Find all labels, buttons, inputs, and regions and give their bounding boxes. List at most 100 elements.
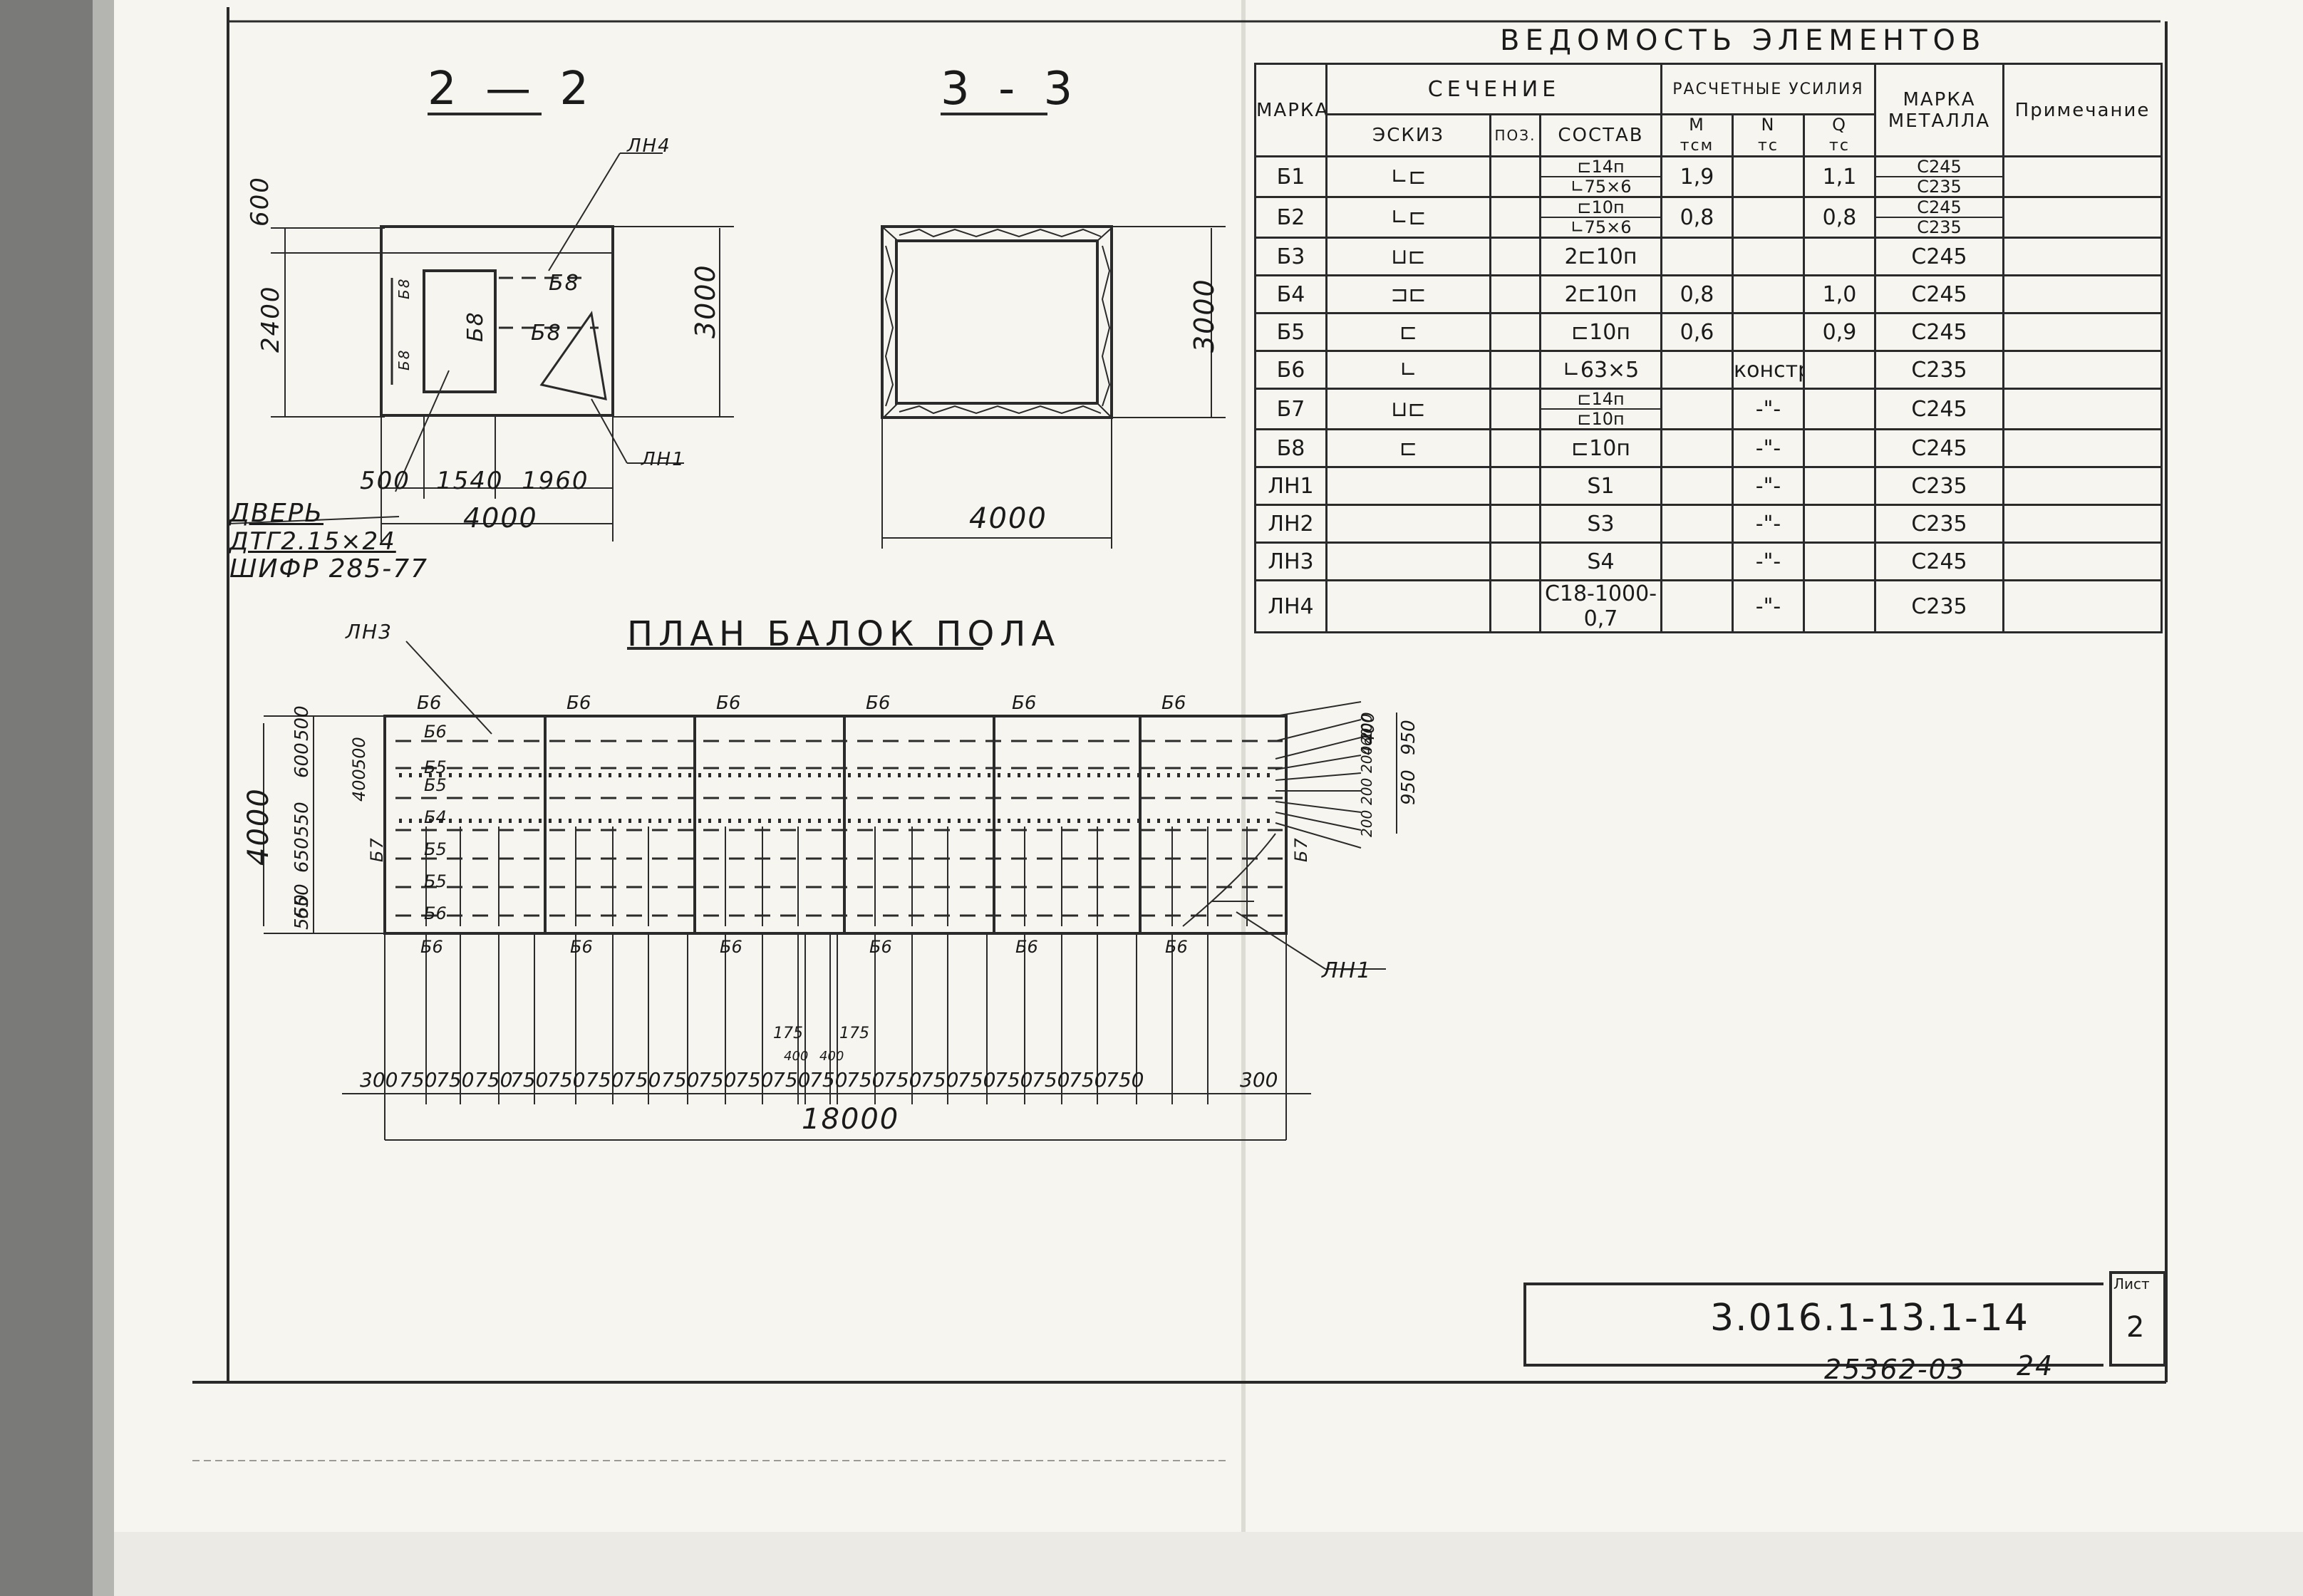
cell-metal: С245 (1874, 274, 2005, 314)
cell-pos (1489, 274, 1541, 314)
header-composition: СОСТАВ (1539, 113, 1662, 157)
cell-pos (1489, 504, 1541, 544)
cell-m (1660, 388, 1734, 430)
cell-mark: Б8 (1254, 428, 1328, 468)
plan-dim-span: 750 (958, 1068, 995, 1092)
cell-q: 0,9 (1802, 312, 1877, 352)
cell-metal: С235 (1874, 579, 2005, 633)
cell-pos (1489, 466, 1541, 506)
plan-mark-top: Б6 (1012, 693, 1036, 714)
page-number: 24 (2017, 1350, 2054, 1382)
cell-n (1732, 274, 1805, 314)
plan-dim-span: 750 (884, 1068, 921, 1092)
plan-mark-bottom: Б6 (1015, 937, 1038, 957)
floor-beam-plan (263, 641, 1397, 1141)
dim-1540: 1540 (436, 467, 504, 495)
cell-q (1802, 579, 1877, 633)
cell-metal: С235 (1874, 350, 2005, 390)
cell-metal: С235 (1874, 466, 2005, 506)
cell-metal: С235 (1874, 504, 2005, 544)
cell-m: 0,8 (1660, 274, 1734, 314)
cell-note (2002, 155, 2163, 198)
plan-dim-span: 750 (809, 1068, 847, 1092)
cell-note (2002, 388, 2163, 430)
cell-composition: ⊏14п⊏10п (1539, 388, 1662, 430)
cell-sketch (1325, 466, 1491, 506)
label-lh4: ЛН4 (627, 135, 671, 157)
cell-pos (1489, 312, 1541, 352)
plan-dim-left: 650 (291, 837, 313, 873)
cell-sketch: ⊔⊏ (1325, 388, 1491, 430)
section-3-3 (881, 113, 1226, 549)
header-note: Примечание (2002, 63, 2163, 157)
plan-dim-right-small: 200 (1358, 810, 1375, 837)
cell-n: -"- (1732, 428, 1805, 468)
cell-composition: S3 (1539, 504, 1662, 544)
cell-m (1660, 579, 1734, 633)
cell-q: 1,0 (1802, 274, 1877, 314)
cell-q: 1,1 (1802, 155, 1877, 198)
cell-n: -"- (1732, 542, 1805, 581)
cell-mark: Б4 (1254, 274, 1328, 314)
cell-pos (1489, 388, 1541, 430)
cell-n: -"- (1732, 579, 1805, 633)
table-row: Б7⊔⊏⊏14п⊏10п-"-С245 (1254, 388, 2163, 430)
label-b8-b: Б8 (531, 321, 562, 346)
cell-note (2002, 237, 2163, 276)
cell-sketch: ⊏ (1325, 312, 1491, 352)
cell-pos (1489, 542, 1541, 581)
elements-table: МАРКА СЕЧЕНИЕ РАСЧЕТНЫЕ УСИЛИЯ МАРКА МЕТ… (1254, 63, 2163, 633)
cell-mark: Б7 (1254, 388, 1328, 430)
cell-note (2002, 504, 2163, 544)
cell-mark: Б5 (1254, 312, 1328, 352)
cell-pos (1489, 579, 1541, 633)
cell-mark: ЛН3 (1254, 542, 1328, 581)
cell-sketch: ∟⊏ (1325, 155, 1491, 198)
cell-mark: ЛН4 (1254, 579, 1328, 633)
plan-dim-span: 750 (1069, 1068, 1107, 1092)
cell-n: -"- (1732, 504, 1805, 544)
cell-q: 0,8 (1802, 196, 1877, 239)
cell-mark: ЛН2 (1254, 504, 1328, 544)
plan-dim-right-small: 200 (1358, 778, 1375, 805)
cell-q (1802, 350, 1877, 390)
cell-composition: ⊏10п (1539, 428, 1662, 468)
plan-dim-span: 750 (547, 1068, 585, 1092)
cell-n: констр. (1732, 350, 1805, 390)
plan-mark-top: Б6 (1161, 693, 1186, 714)
plan-title: ПЛАН БАЛОК ПОЛА (627, 614, 1061, 654)
binding-edge (93, 0, 114, 1596)
plan-dim-span: 750 (1106, 1068, 1144, 1092)
cell-sketch: ⊏ (1325, 428, 1491, 468)
plan-mark-row: Б5 (424, 839, 447, 859)
table-row: Б8⊏⊏10п-"-С245 (1254, 428, 2163, 468)
plan-dim-right-small: 200 (1358, 714, 1375, 741)
cell-metal: С245 (1874, 237, 2005, 276)
plan-mark-top: Б6 (566, 693, 591, 714)
section-2-2 (227, 113, 734, 542)
cell-m (1660, 428, 1734, 468)
section-2-2-title: 2 — 2 (428, 63, 596, 115)
cell-composition: S4 (1539, 542, 1662, 581)
plan-dim-left-inner: 500 (349, 737, 369, 770)
cell-n (1732, 196, 1805, 239)
bottom-margin (114, 1532, 2303, 1596)
cell-sketch (1325, 542, 1491, 581)
plan-dim-left: 650 (291, 884, 313, 919)
cell-composition: ⊏14п∟75×6 (1539, 155, 1662, 198)
cell-composition: 2⊏10п (1539, 237, 1662, 276)
plan-dim-span: 750 (399, 1068, 437, 1092)
cell-note (2002, 542, 2163, 581)
plan-dim-span: 750 (735, 1068, 773, 1092)
door-code: ШИФР 285-77 (229, 554, 429, 584)
cell-mark: Б3 (1254, 237, 1328, 276)
cell-composition: С18-1000-0,7 (1539, 579, 1662, 633)
plan-mark-top: Б6 (417, 693, 441, 714)
plan-label-lh3: ЛН3 (346, 620, 393, 643)
